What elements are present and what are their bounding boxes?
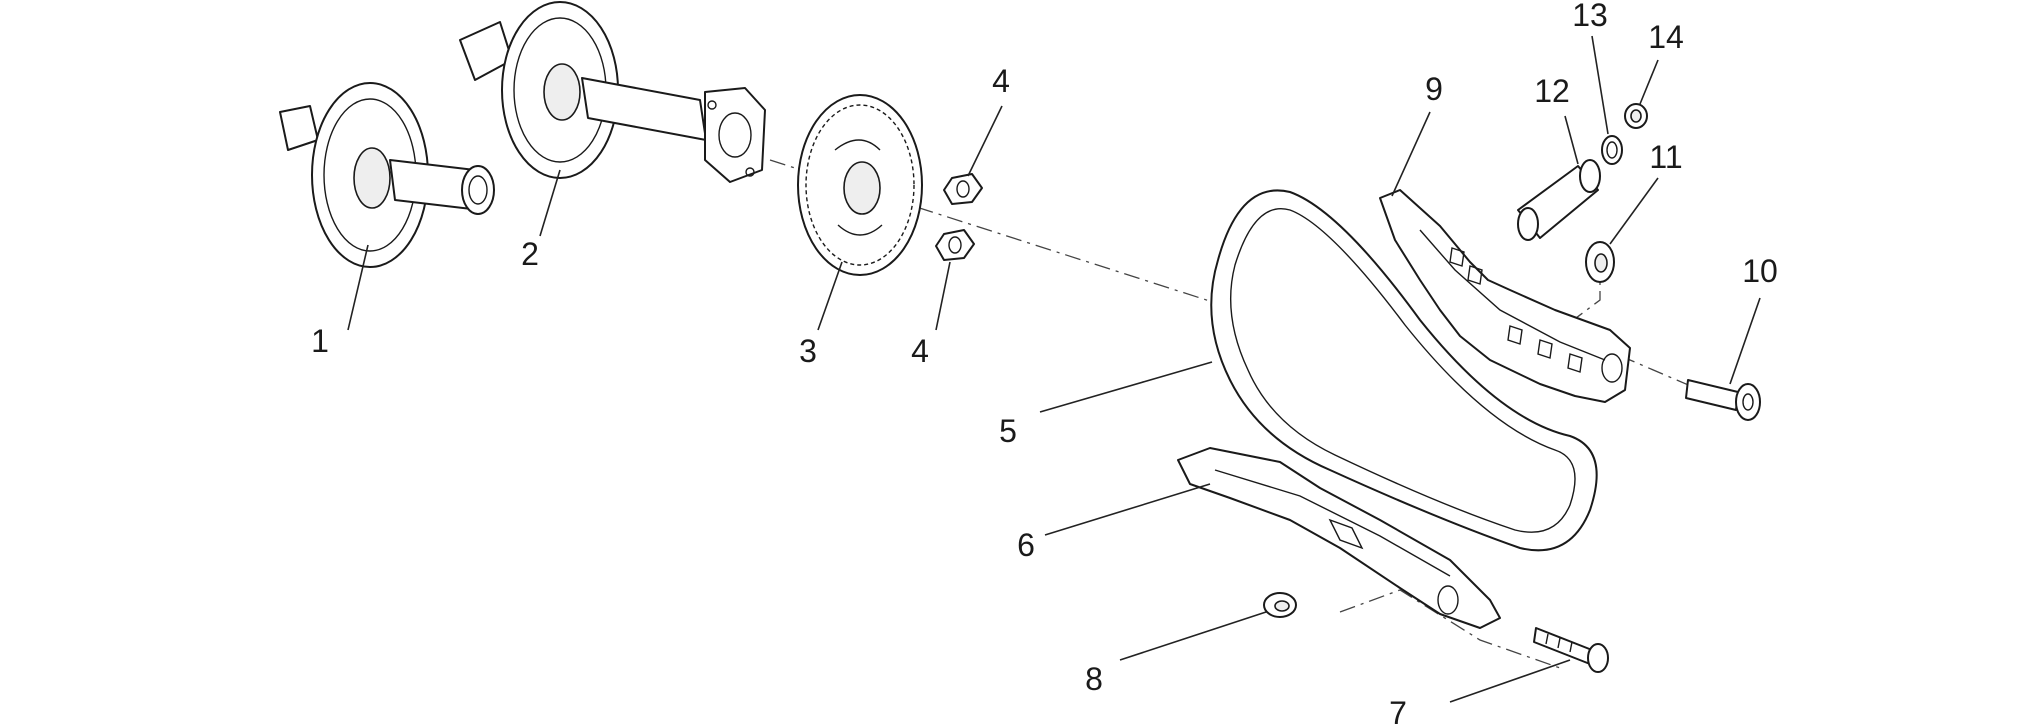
callout-1: 1 (311, 323, 329, 359)
chain-guide-6 (1177, 447, 1501, 629)
timing-chain-5 (1210, 189, 1598, 552)
camshaft-gear-2 (459, 1, 766, 183)
bolt-7 (1533, 627, 1609, 673)
leader-lines (347, 35, 1761, 703)
nut-4-upper (943, 173, 983, 205)
o-ring-13 (1601, 135, 1623, 165)
sprocket-3 (797, 94, 923, 276)
assembly-axis-lines (769, 159, 1701, 669)
bushing-8 (1263, 592, 1297, 618)
callout-5: 5 (999, 413, 1017, 449)
callout-labels: 1 2 3 4 4 5 6 7 8 9 10 11 12 13 14 (311, 0, 1778, 724)
callout-9: 9 (1425, 71, 1443, 107)
callout-10: 10 (1742, 253, 1778, 289)
callout-13: 13 (1572, 0, 1608, 33)
seal-washer-14 (1624, 103, 1648, 129)
tensioner-plunger-12 (1517, 159, 1601, 241)
tensioner-blade-9 (1379, 189, 1631, 403)
callout-14: 14 (1648, 19, 1684, 55)
callout-11: 11 (1649, 139, 1682, 175)
callout-12: 12 (1534, 73, 1570, 109)
callout-2: 2 (521, 236, 539, 272)
nut-4-lower (935, 229, 975, 261)
camshaft-gear-1 (279, 82, 495, 268)
callout-3: 3 (799, 333, 817, 369)
bolt-10 (1685, 379, 1761, 421)
callout-7: 7 (1389, 695, 1407, 724)
callout-6: 6 (1017, 527, 1035, 563)
washer-11 (1585, 241, 1615, 283)
callout-4-lower: 4 (911, 333, 929, 369)
callout-4-upper: 4 (992, 63, 1010, 99)
callout-8: 8 (1085, 661, 1103, 697)
